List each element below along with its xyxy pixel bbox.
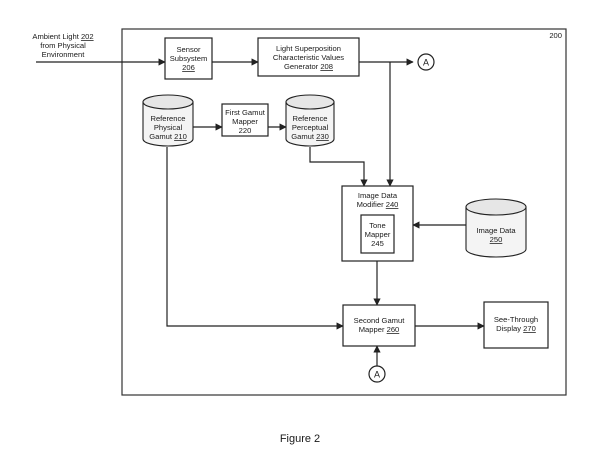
- reference-physical-gamut-label: Reference: [150, 114, 185, 123]
- sensor-subsystem-box: [164, 37, 213, 80]
- arrow-perceptual-to-modifier: [309, 147, 368, 187]
- image-data-modifier-label-line2: Modifier 240: [357, 200, 399, 209]
- lsv-generator-label-line3: Generator 208: [284, 62, 333, 71]
- connector-a-top-label: A: [423, 58, 429, 68]
- reference-perceptual-gamut-label: Reference: [292, 114, 327, 123]
- reference-perceptual-gamut-label-line2: Perceptual: [292, 123, 329, 132]
- second-gamut-mapper-label-line2: Mapper 260: [359, 325, 400, 334]
- reference-perceptual-gamut-cylinder: [285, 94, 335, 147]
- connector-a-bottom: [368, 365, 386, 383]
- first-gamut-mapper-number: 220: [239, 126, 252, 135]
- image-data-cylinder: [465, 198, 527, 258]
- sensor-subsystem-label-line2: Subsystem: [170, 54, 208, 63]
- figure-caption: Figure 2: [280, 433, 320, 445]
- lsv-generator-label-line2: Characteristic Values: [273, 53, 344, 62]
- see-through-display-label: See-Through: [494, 315, 538, 324]
- arrow-physical-to-second-mapper: [166, 147, 344, 330]
- ambient-light-label-line3: Environment: [42, 50, 86, 59]
- connector-a-top: [417, 53, 435, 71]
- tone-mapper-label: Tone: [369, 221, 385, 230]
- see-through-display-box: [483, 301, 549, 349]
- image-data-modifier-label: Image Data: [358, 191, 398, 200]
- sensor-subsystem-number: 206: [182, 63, 195, 72]
- second-gamut-mapper-label: Second Gamut: [354, 316, 406, 325]
- ambient-light-label: Ambient Light 202: [32, 32, 93, 41]
- reference-physical-gamut-label-line2: Physical: [154, 123, 183, 132]
- ambient-light-label-line2: from Physical: [40, 41, 86, 50]
- image-data-label: Image Data: [476, 226, 516, 235]
- lsv-generator-label: Light Superposition: [276, 44, 341, 53]
- reference-physical-gamut-cylinder: [142, 94, 194, 147]
- tone-mapper-number: 245: [371, 239, 384, 248]
- tone-mapper-label-line2: Mapper: [365, 230, 391, 239]
- first-gamut-mapper-label-line2: Mapper: [232, 117, 258, 126]
- reference-physical-gamut-label-line3: Gamut 210: [149, 132, 187, 141]
- lsv-generator-box: [257, 37, 360, 77]
- connector-a-bottom-label: A: [374, 370, 380, 380]
- tone-mapper-box: [360, 214, 395, 254]
- image-data-number: 250: [490, 235, 503, 244]
- see-through-display-label-line2: Display 270: [496, 324, 536, 333]
- second-gamut-mapper-box: [342, 304, 416, 347]
- first-gamut-mapper-box: [221, 103, 269, 137]
- frame-reference-number: 200: [549, 31, 562, 40]
- sensor-subsystem-label: Sensor: [176, 45, 201, 54]
- reference-perceptual-gamut-label-line3: Gamut 230: [291, 132, 329, 141]
- first-gamut-mapper-label: First Gamut: [225, 108, 266, 117]
